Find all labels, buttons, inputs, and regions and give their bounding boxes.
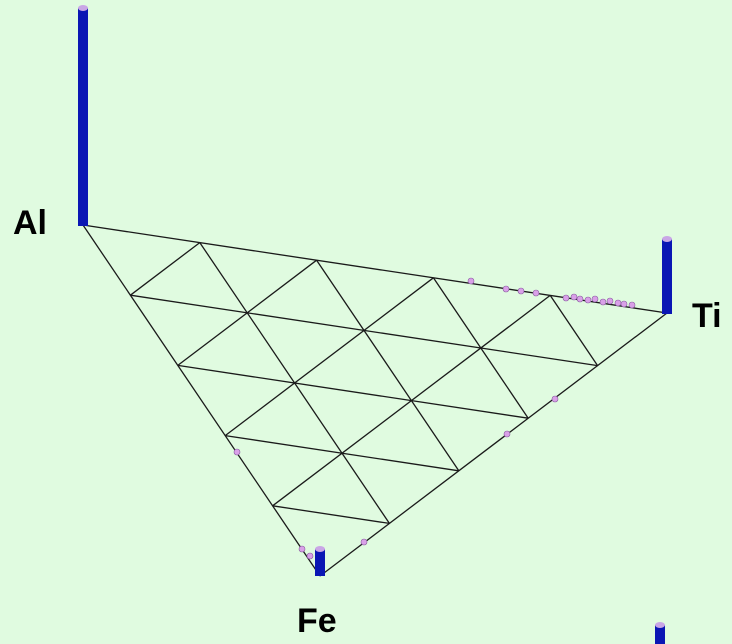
- data-point: [562, 294, 570, 302]
- data-point: [614, 299, 622, 307]
- triangle-edge-ti-fe: [319, 312, 668, 577]
- fe-bar: [315, 546, 325, 576]
- data-point: [584, 296, 592, 304]
- grid-line: [199, 242, 390, 524]
- data-point: [599, 298, 607, 306]
- al-bar: [78, 5, 88, 226]
- data-point: [576, 295, 584, 303]
- data-point: [620, 300, 628, 308]
- concentration-bars: [78, 5, 672, 644]
- partial-bar-bottom-right: [655, 622, 665, 644]
- data-point: [467, 277, 475, 285]
- data-point: [306, 552, 314, 560]
- data-point: [233, 448, 241, 456]
- grid-line: [316, 259, 460, 472]
- data-point: [503, 430, 511, 438]
- data-point: [591, 295, 599, 303]
- data-point: [298, 545, 306, 553]
- triangle-edge-al-ti: [82, 224, 668, 314]
- data-point: [517, 287, 525, 295]
- triangle-grid: [82, 224, 668, 577]
- triangle-edge-fe-al: [82, 224, 321, 577]
- data-point: [532, 289, 540, 297]
- data-point: [360, 538, 368, 546]
- al-vertex-label: Al: [13, 204, 47, 242]
- grid-line: [272, 505, 390, 525]
- data-point: [628, 301, 636, 309]
- data-point: [551, 395, 559, 403]
- grid-line: [130, 242, 201, 296]
- data-point: [570, 293, 578, 301]
- ti-vertex-label: Ti: [692, 297, 722, 335]
- fe-vertex-label: Fe: [297, 602, 337, 640]
- grid-line: [177, 364, 529, 419]
- data-points: [233, 277, 636, 560]
- grid-line: [272, 294, 551, 507]
- grid-line: [224, 277, 434, 437]
- ti-bar: [662, 236, 672, 314]
- data-point: [502, 285, 510, 293]
- grid-line: [549, 295, 599, 366]
- data-point: [606, 297, 614, 305]
